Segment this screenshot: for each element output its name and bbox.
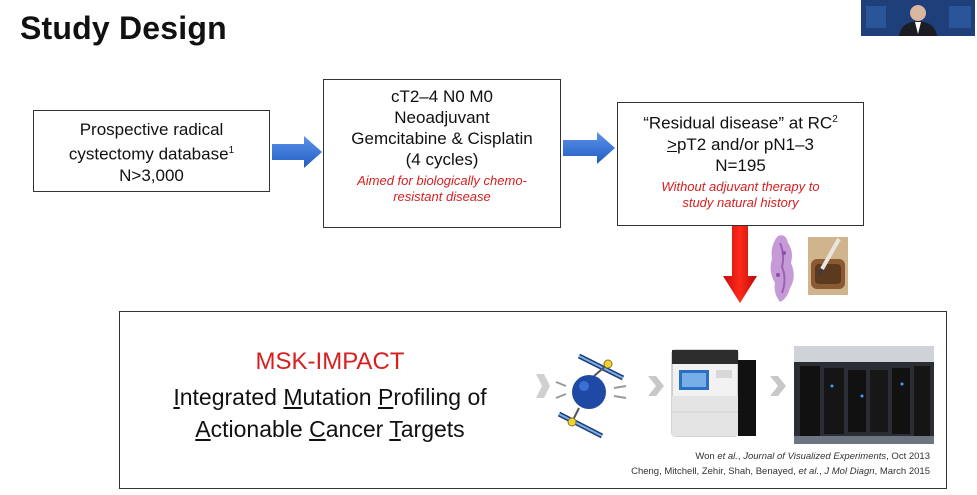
database-line-2: cystectomy database1	[68, 144, 235, 164]
treatment-note-1: Aimed for biologically chemo-	[357, 173, 527, 188]
flow-arrow-right-icon	[563, 132, 615, 164]
tissue-slide-image	[770, 235, 794, 302]
database-line-1: Prospective radical	[79, 120, 224, 139]
flow-arrow-down-icon	[723, 226, 757, 303]
chevron-right-icon	[648, 376, 664, 396]
specimen-sampling-image	[808, 237, 848, 295]
data-center-icon	[794, 346, 934, 444]
msk-impact-panel: MSK-IMPACT Integrated Mutation Profiling…	[119, 311, 947, 489]
presenter-video-icon	[861, 0, 975, 36]
impact-subtitle-line-1: Integrated Mutation Profiling of	[173, 384, 487, 410]
impact-subtitle-line-2: Actionable Cancer Targets	[195, 416, 465, 442]
citation-2: Cheng, Mitchell, Zehir, Shah, Benayed, e…	[631, 466, 930, 477]
treatment-stage: cT2–4 N0 M0	[390, 87, 494, 106]
treatment-neoadjuvant: Neoadjuvant	[394, 108, 490, 127]
residual-count: N=195	[715, 155, 766, 175]
capture-bead-icon	[555, 353, 627, 439]
sequencing-workflow-graphic	[536, 346, 934, 444]
treatment-cycles: (4 cycles)	[405, 150, 479, 169]
citation-1: Won et al., Journal of Visualized Experi…	[695, 451, 930, 462]
residual-note-2: study natural history	[682, 194, 799, 210]
database-box: Prospective radical cystectomy database1…	[33, 110, 270, 192]
chevron-right-icon	[770, 376, 786, 396]
residual-line-2: >pT2 and/or pN1–3	[667, 134, 814, 154]
flow-arrow-right-icon	[272, 136, 322, 168]
slide-title: Study Design	[20, 10, 227, 46]
webcam-thumbnail	[861, 0, 975, 36]
residual-disease-box: “Residual disease” at RC2 >pT2 and/or pN…	[617, 102, 864, 226]
impact-title: MSK-IMPACT	[255, 348, 405, 375]
residual-line-1: “Residual disease” at RC2	[643, 113, 838, 133]
database-count: N>3,000	[119, 165, 184, 185]
treatment-note-2: resistant disease	[393, 189, 491, 204]
residual-note-1: Without adjuvant therapy to	[661, 178, 820, 194]
treatment-box: cT2–4 N0 M0 Neoadjuvant Gemcitabine & Ci…	[323, 79, 561, 228]
chevron-right-icon	[536, 374, 550, 398]
sequencer-machine-icon	[671, 349, 756, 437]
treatment-drugs: Gemcitabine & Cisplatin	[351, 129, 533, 148]
